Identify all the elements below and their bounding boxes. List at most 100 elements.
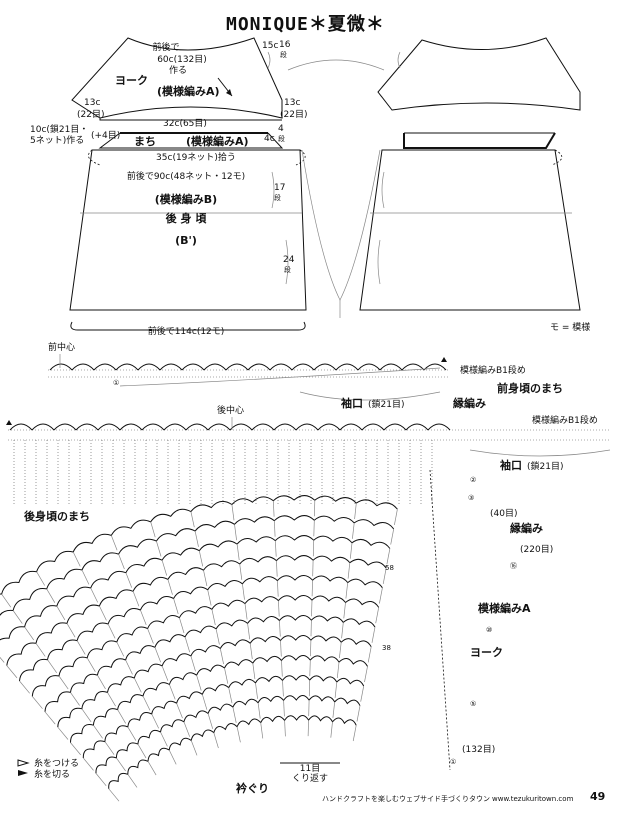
svg-text:4: 4	[278, 124, 284, 134]
back-b1-label: 模様編みB1段め	[532, 414, 598, 426]
stitch-column	[244, 603, 248, 620]
row-38: 38	[382, 644, 391, 652]
stitch-column	[339, 642, 342, 659]
back-yoke-label: ヨーク	[115, 74, 148, 87]
start-star-front	[441, 357, 447, 362]
front-center-label: 前中心	[48, 341, 75, 353]
stitch-column	[201, 694, 208, 710]
stitch-column	[142, 695, 151, 711]
stitch-column	[211, 609, 216, 626]
back-machi-note: 5ネット)作る	[30, 134, 84, 146]
stitch-column	[19, 680, 30, 694]
stitch-column	[343, 602, 346, 619]
stitch-column	[236, 726, 241, 743]
svg-text:段: 段	[274, 193, 281, 202]
chain-arch	[141, 423, 165, 431]
chain-arch	[383, 423, 407, 431]
stitch-column	[169, 684, 176, 700]
page-number: 49	[590, 790, 605, 803]
front-b1-label: 模様編みB1段め	[460, 364, 526, 376]
repeat-label: くり返す	[292, 772, 328, 784]
stitch-column	[95, 773, 107, 787]
chain-arch	[225, 363, 249, 371]
back-right-width: 13c	[284, 98, 300, 108]
stitch-column	[12, 610, 23, 624]
stitch-column	[272, 500, 275, 517]
stitch-column	[167, 579, 173, 595]
stitch-column	[311, 600, 313, 617]
back-machi-pattern: (模様編みA)	[186, 134, 249, 148]
back-edging-label: 縁編み	[510, 521, 543, 535]
stitch-column	[252, 663, 256, 680]
stitch-column	[125, 572, 133, 588]
back-side-length: 15c	[262, 41, 278, 51]
back-yoke-width: 32c(65目)	[163, 118, 207, 129]
svg-text:①: ①	[450, 758, 456, 766]
stitch-column	[349, 542, 353, 559]
stitch-column	[213, 732, 219, 749]
front-body-schematic: モ = 模様	[359, 37, 590, 333]
back-pickup-width: 35c(19ネット)拾う	[156, 151, 236, 163]
stitch-column	[127, 726, 137, 741]
stitch-column	[110, 535, 118, 551]
back-pattern-b-label: (模様編みB)	[155, 192, 217, 206]
stitch-column	[282, 680, 284, 697]
chain-arch	[119, 423, 143, 431]
chain-arch	[251, 423, 275, 431]
stitch-column	[32, 696, 43, 709]
stitch-column	[310, 640, 312, 657]
yoke-round-scallops	[31, 595, 380, 697]
chain-arch	[273, 423, 297, 431]
yoke-round-scallops	[108, 715, 357, 789]
stitch-column	[274, 540, 277, 557]
stitch-column	[379, 587, 383, 604]
stitch-column	[196, 675, 202, 691]
stitch-column	[352, 522, 355, 539]
back-machi-title: 後身頃のまち	[24, 509, 90, 523]
yarn-legend: 糸をつける 糸を切る	[17, 757, 79, 780]
stitch-column	[364, 666, 368, 683]
cut-yarn-label: 糸を切る	[34, 768, 70, 780]
stitch-column	[352, 725, 357, 742]
stitch-column	[56, 605, 66, 621]
stitch-column	[160, 731, 168, 747]
stitch-column	[117, 709, 127, 724]
stitch-column	[367, 646, 372, 663]
stitch-column	[242, 583, 245, 600]
stitch-column	[104, 741, 115, 755]
stitch-column	[273, 520, 276, 537]
back-body-label: 後 身 頃	[166, 211, 208, 225]
svg-text:②: ②	[470, 476, 476, 484]
stitch-column	[341, 622, 344, 639]
stitch-column	[140, 609, 147, 626]
back-machi-stitches	[13, 440, 433, 505]
stitch-column	[198, 550, 204, 567]
count-220: (220目)	[520, 544, 553, 555]
stitch-column	[70, 742, 81, 756]
front-machi-arches	[49, 363, 447, 371]
svg-text:段: 段	[280, 50, 287, 59]
chain-arch	[313, 363, 337, 371]
stitch-column	[86, 657, 96, 672]
back-body-schematic: 前後で 60c(132目) 作る ヨーク (模様編みA) 13c (22目) 1…	[30, 37, 307, 337]
back-center-label: 後中心	[217, 404, 244, 416]
stitch-column	[81, 708, 92, 723]
stitch-column	[161, 665, 169, 681]
attach-yarn-icon	[17, 759, 30, 767]
stitch-column	[190, 511, 195, 528]
stitch-column	[280, 640, 282, 657]
chain-arch	[185, 423, 209, 431]
back-total-width: 前後で90c(48ネット・12モ)	[127, 170, 245, 182]
stitch-column	[311, 580, 313, 597]
stitch-column	[234, 524, 237, 541]
count-40: (40目)	[490, 508, 517, 519]
stitch-column	[168, 749, 177, 765]
stitch-column	[99, 605, 107, 621]
stitch-column	[90, 587, 99, 603]
chain-arch	[361, 423, 385, 431]
stitch-column	[247, 623, 251, 640]
svg-text:⑤: ⑤	[470, 700, 476, 708]
stitch-column	[309, 660, 311, 677]
stitch-column	[108, 788, 120, 802]
